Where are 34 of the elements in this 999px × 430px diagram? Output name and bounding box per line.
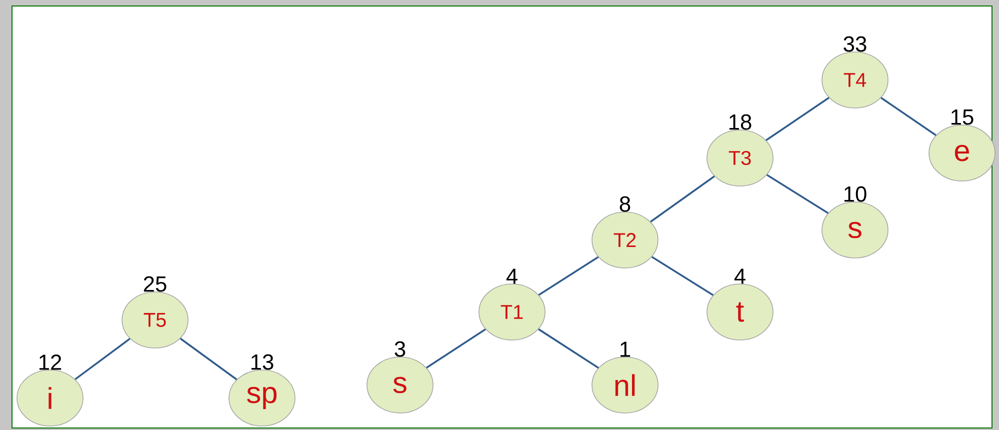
tree-node: s (822, 202, 888, 258)
weight-label: 25 (144, 276, 166, 292)
weight-label: 4 (506, 268, 518, 284)
tree-node: T1 (478, 284, 546, 340)
tree-edge (180, 338, 238, 380)
tree-edge (538, 328, 599, 369)
tree-edge (74, 338, 130, 380)
tree-edge (766, 96, 830, 142)
weight-label: 13 (252, 354, 274, 370)
weight-label: 1 (620, 342, 630, 357)
weight-label: 15 (952, 110, 974, 125)
weight-label: 8 (620, 196, 630, 212)
tree-node: sp (228, 370, 296, 426)
tree-node: T3 (706, 130, 774, 186)
tree-node: T5 (122, 292, 188, 348)
tree-edge (538, 256, 599, 296)
weight-label: 10 (844, 186, 866, 202)
weight-label: 12 (39, 354, 62, 370)
tree-node: i (16, 370, 84, 426)
tree-edge (426, 328, 486, 368)
tree-node: s (366, 356, 434, 414)
tree-node: e (928, 124, 996, 182)
tree-edge (766, 174, 829, 214)
tree-node: T2 (592, 212, 658, 268)
tree-edge (651, 256, 714, 296)
tree-node: nl (592, 356, 658, 414)
weight-label: 3 (394, 341, 406, 357)
tree-edge (880, 97, 936, 136)
weight-label: 33 (844, 36, 866, 52)
weight-label: 4 (734, 268, 746, 284)
weight-label: 18 (730, 114, 752, 130)
tree-node: t (706, 284, 774, 340)
tree-edge (650, 176, 715, 222)
tree-node: T4 (822, 52, 888, 108)
